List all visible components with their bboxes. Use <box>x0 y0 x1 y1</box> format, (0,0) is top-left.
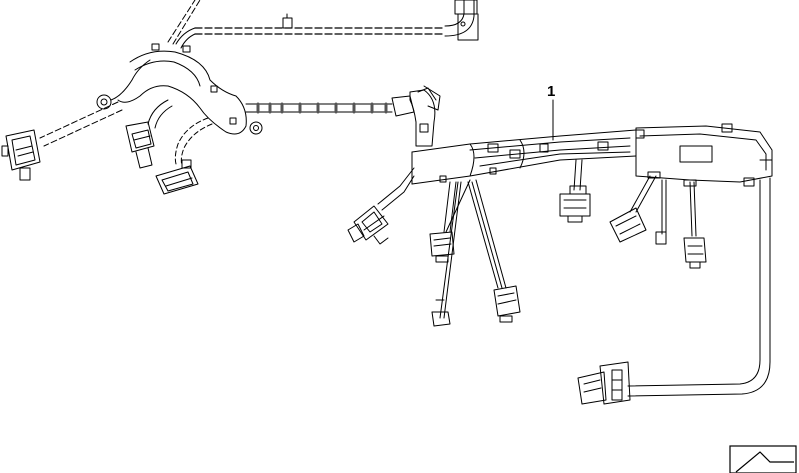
trunk-hanging-connector-3-icon <box>467 179 521 323</box>
callout-label-1: 1 <box>547 83 555 100</box>
trunk-hanging-connector-4-icon <box>559 159 591 223</box>
trunk-hanging-connector-6-icon <box>655 179 667 245</box>
upper-left-harness-branch <box>167 0 479 49</box>
striped-sheath <box>245 102 393 114</box>
trunk-left-branch <box>377 167 415 211</box>
central-elbow-connector-icon <box>391 85 441 147</box>
left-trunk <box>96 43 263 135</box>
long-right-cable <box>627 177 771 397</box>
reference-symbol-icon <box>729 445 797 473</box>
trunk-hanging-connector-5-icon <box>609 171 661 243</box>
center-left-connector-b-icon <box>155 117 213 195</box>
trunk-left-connector-icon <box>347 205 389 245</box>
bottom-connector-icon <box>577 361 631 405</box>
lower-left-dashed-branch <box>39 101 123 147</box>
center-left-connector-a-icon <box>125 99 173 169</box>
trunk-hanging-connector-2-icon <box>431 181 462 327</box>
left-connector-icon <box>1 129 41 181</box>
wiring-harness <box>411 123 773 185</box>
trunk-hanging-connector-1-icon <box>429 179 471 263</box>
trunk-hanging-connector-7-icon <box>683 179 707 269</box>
